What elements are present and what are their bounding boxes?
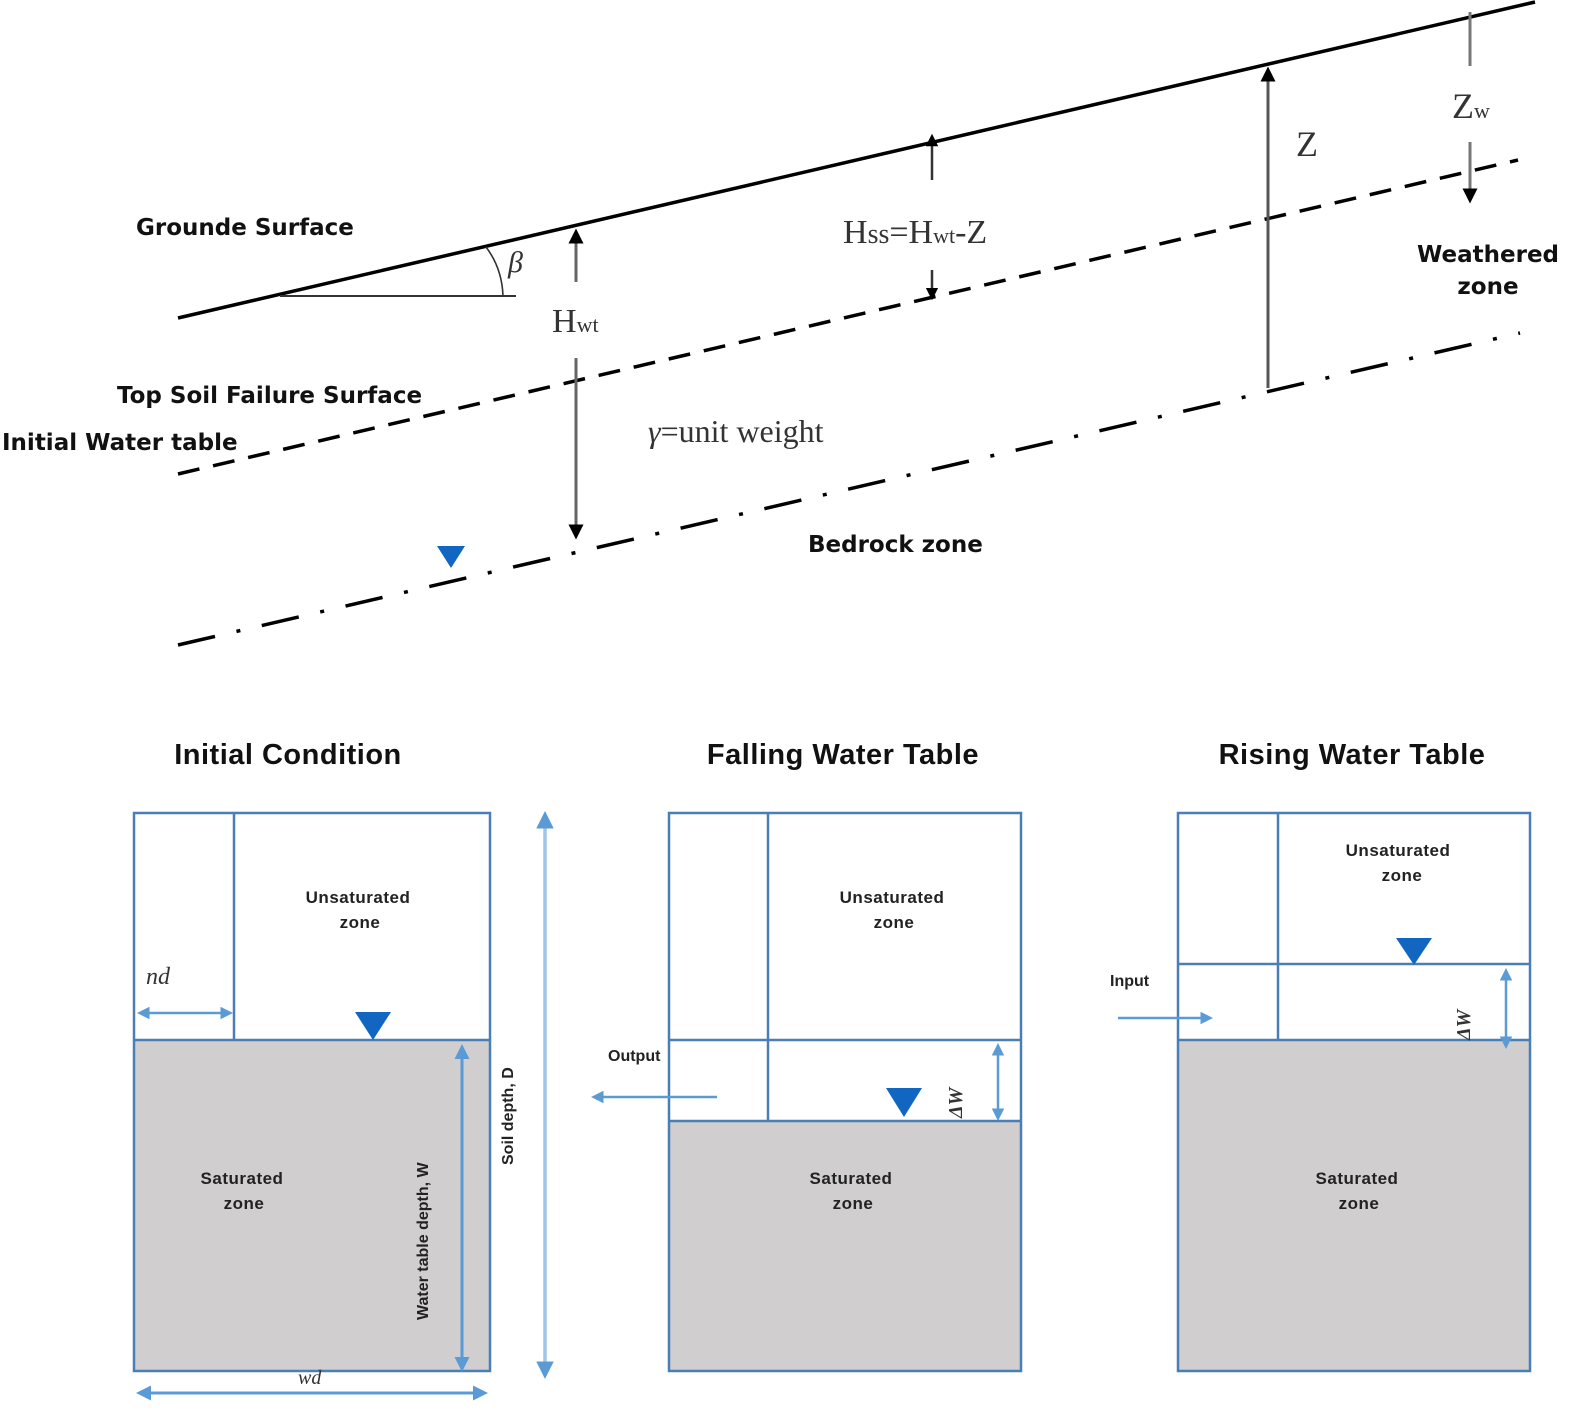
unit-weight-label: γ=unit weight	[648, 413, 824, 449]
unsaturated-label-line1: Unsaturated	[1346, 841, 1451, 860]
hss-eq-ss: ss	[868, 219, 890, 250]
unsaturated-label-line2: zone	[874, 913, 915, 932]
hwt-label-sub: wt	[577, 312, 599, 337]
ground-surface-label: Grounde Surface	[136, 215, 354, 241]
output-label: Output	[608, 1048, 661, 1065]
saturated-zone	[1178, 1040, 1530, 1371]
width-label: wd	[298, 1367, 322, 1389]
z-label: Z	[1296, 124, 1318, 164]
saturated-label-line2: zone	[833, 1194, 874, 1213]
ground-surface-line	[177, 0, 1536, 320]
hss-eq-minus-z: -Z	[955, 214, 987, 251]
input-label: Input	[1110, 973, 1150, 990]
slope-angle-arc	[485, 246, 504, 297]
top-soil-failure-surface-label: Top Soil Failure Surface	[117, 383, 422, 409]
saturated-label-line1: Saturated	[810, 1169, 893, 1188]
panel-initial-condition: Unsaturated zone Saturated zone nd Water…	[132, 811, 554, 1401]
panel-box	[132, 811, 492, 1373]
hss-eq-h: H	[843, 214, 868, 251]
panel-rising-water-table: Unsaturated zone Saturated zone Input ΔW	[1110, 811, 1532, 1373]
slope-angle-label: β	[507, 246, 523, 279]
nd-label: nd	[146, 964, 171, 990]
zw-label-main: Z	[1452, 86, 1474, 126]
saturated-zone	[669, 1121, 1021, 1371]
water-table-triangle-icon	[886, 1088, 922, 1117]
soil-depth-label: Soil depth, D	[500, 1067, 517, 1165]
bedrock-zone-label: Bedrock zone	[808, 532, 983, 558]
saturated-label-line2: zone	[224, 1194, 265, 1213]
water-table-triangle-icon	[355, 1012, 391, 1040]
hss-eq-equals-h: =H	[889, 214, 933, 251]
panel-title-rising: Rising Water Table	[1219, 739, 1486, 771]
initial-water-table-label: Initial Water table	[2, 430, 238, 456]
panel-box	[1176, 811, 1532, 1373]
unit-weight-text: =unit weight	[661, 413, 824, 449]
top-soil-failure-surface-line	[177, 158, 1519, 476]
water-table-triangle-icon	[437, 546, 465, 568]
panel-box	[667, 811, 1023, 1373]
hss-eq-wt: wt	[933, 223, 955, 248]
gamma-symbol: γ	[648, 413, 662, 449]
hwt-label: Hwt	[552, 303, 599, 340]
unsaturated-label-line2: zone	[340, 913, 381, 932]
unsaturated-label-line1: Unsaturated	[306, 888, 411, 907]
saturated-zone	[134, 1040, 490, 1371]
unsaturated-label-line1: Unsaturated	[840, 888, 945, 907]
water-table-depth-label: Water table depth, W	[415, 1161, 432, 1320]
unsaturated-label-line2: zone	[1382, 866, 1423, 885]
saturated-label-line1: Saturated	[1316, 1169, 1399, 1188]
saturated-label-line1: Saturated	[201, 1169, 284, 1188]
saturated-label-line2: zone	[1339, 1194, 1380, 1213]
weathered-zone-label-line1: Weathered	[1417, 242, 1559, 268]
weathered-zone-label-line2: zone	[1457, 274, 1518, 300]
water-table-triangle-icon	[1396, 938, 1432, 965]
delta-w-label: ΔW	[1453, 1008, 1475, 1041]
hwt-label-main: H	[552, 303, 577, 340]
panel-title-initial: Initial Condition	[174, 739, 402, 771]
panel-falling-water-table: Unsaturated zone Saturated zone Output Δ…	[591, 811, 1023, 1373]
panel-title-falling: Falling Water Table	[707, 739, 979, 771]
zw-label: Zw	[1452, 86, 1490, 126]
bedrock-line	[177, 331, 1521, 647]
delta-w-label: ΔW	[945, 1086, 967, 1119]
hss-equation-label: Hss=Hwt-Z	[843, 214, 987, 251]
zw-label-sub: w	[1474, 98, 1490, 123]
